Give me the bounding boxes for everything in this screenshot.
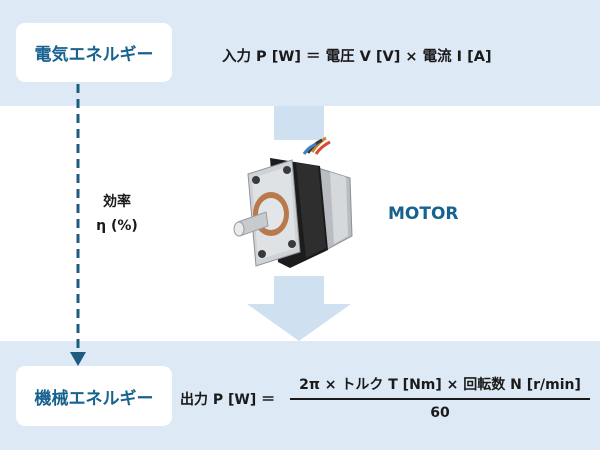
efficiency-arrow <box>70 84 86 366</box>
motor-image <box>233 136 353 268</box>
output-formula-denominator: 60 <box>430 405 450 421</box>
efficiency-title: 効率 <box>103 194 131 210</box>
efficiency-arrow-head <box>70 352 86 366</box>
output-power-prefix: 出力 P [W] ＝ <box>180 392 276 408</box>
flow-arrow-stem <box>274 276 324 304</box>
output-formula-numerator: 2π × トルク T [Nm] × 回転数 N [r/min] <box>299 377 581 393</box>
electric-energy-label: 電気エネルギー <box>34 45 154 65</box>
fraction-line <box>290 398 590 400</box>
mechanical-energy-box: 機械エネルギー <box>16 366 172 426</box>
motor-label: MOTOR <box>388 204 459 224</box>
flow-arrow-top-stem <box>274 106 324 140</box>
efficiency-symbol: η (%) <box>96 218 138 234</box>
flow-arrow-head <box>247 304 351 341</box>
efficiency-label: 効率 η (%) <box>82 190 152 238</box>
mechanical-energy-label: 機械エネルギー <box>34 388 154 409</box>
electric-energy-box: 電気エネルギー <box>16 23 172 82</box>
input-power-formula: 入力 P [W] ＝ 電圧 V [V] × 電流 I [A] <box>222 49 492 65</box>
flow-arrow <box>247 106 351 341</box>
